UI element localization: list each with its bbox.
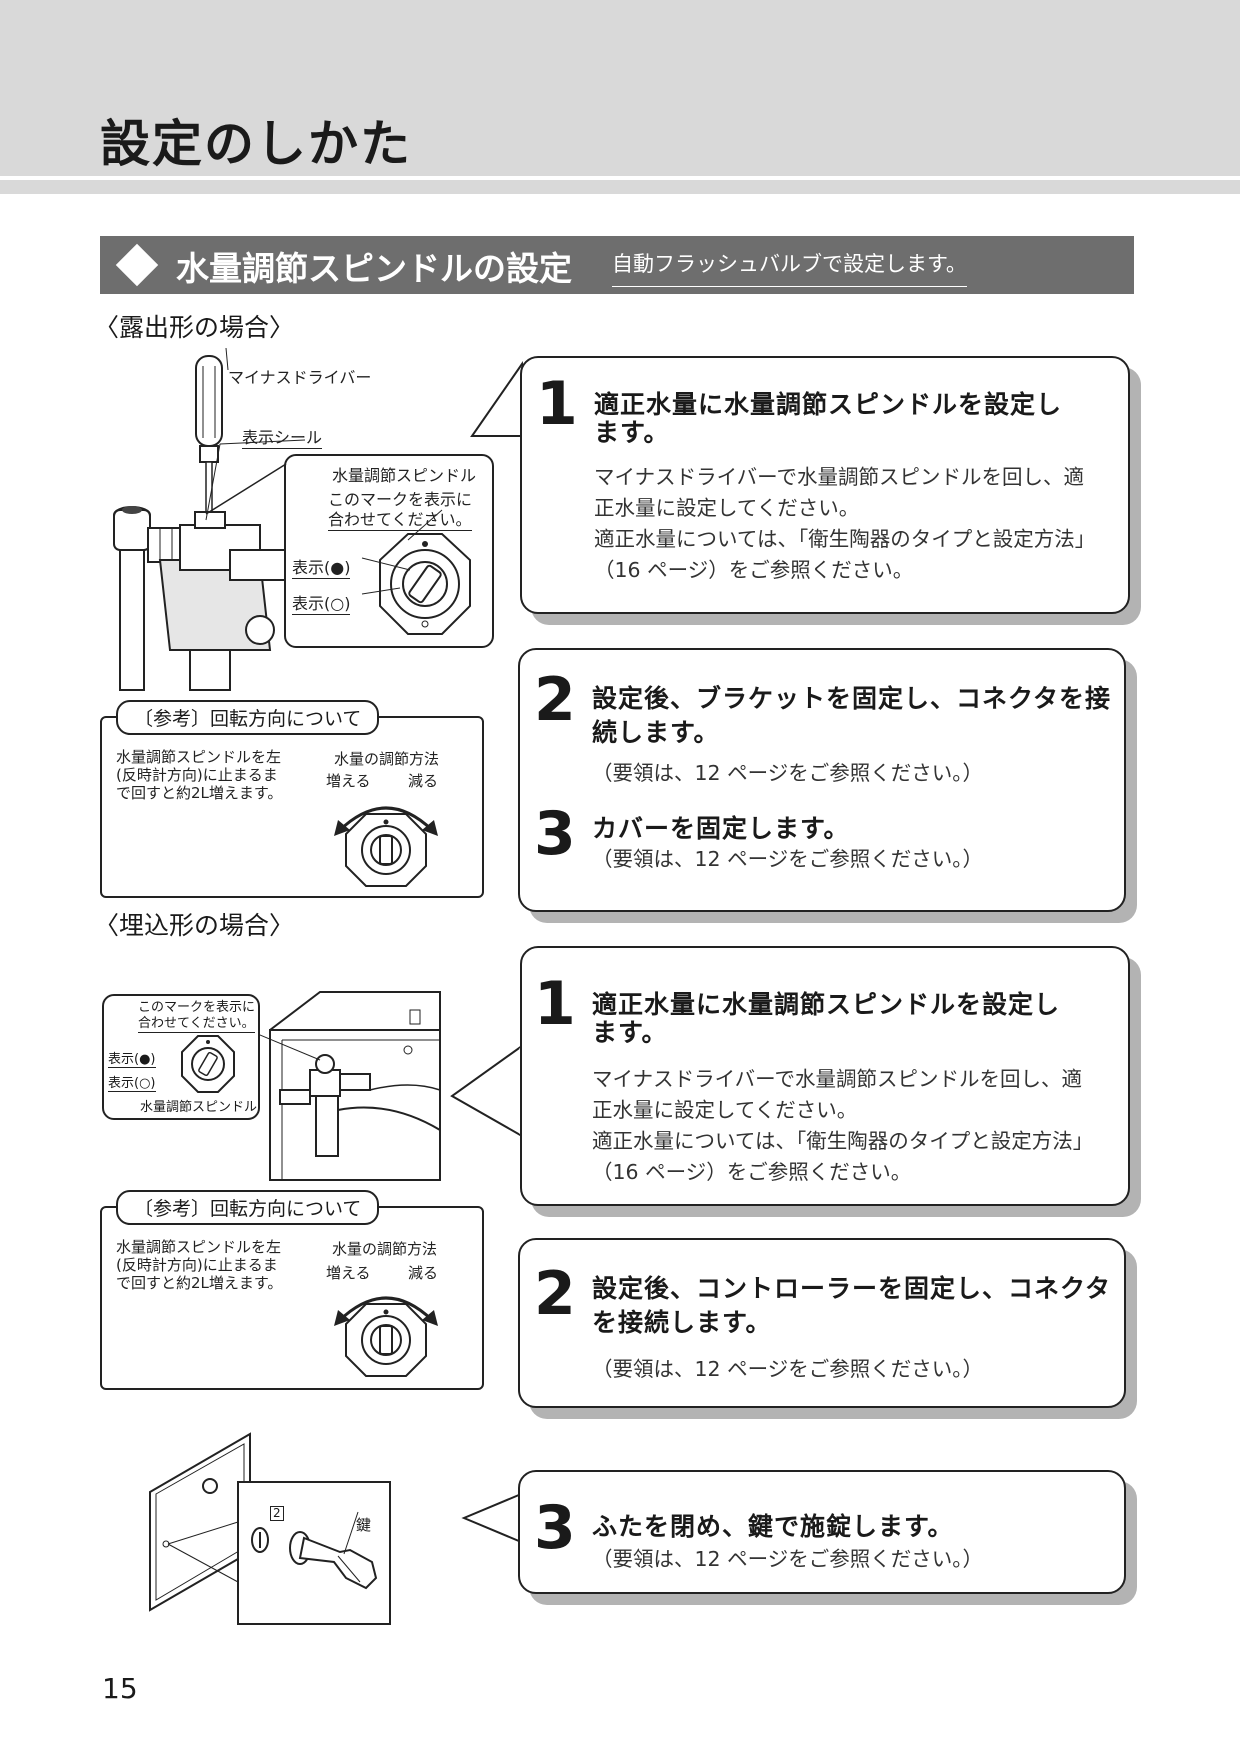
lock-callout-number: 2	[270, 1506, 284, 1521]
embedded-ref-text: 水量調節スピンドルを左 (反時計方向)に止まるま で回すと約2L増えます。	[116, 1238, 283, 1292]
exposed-step23-card	[518, 648, 1126, 912]
seal-label: 表示シール	[242, 424, 323, 449]
exposed-valve-illustration	[113, 347, 306, 691]
embedded-step2-heading: 設定後、コントローラーを固定し、コネクタ を接続します。	[592, 1274, 1112, 1337]
lock-key-label: 鍵	[356, 1516, 372, 1534]
embedded-heading: 〈埋込形の場合〉	[94, 911, 295, 940]
exposed-step1-number: 1	[536, 369, 578, 439]
embedded-spindle-dial-icon	[181, 1035, 235, 1093]
section-note: 自動フラッシュバルブで設定します。	[612, 248, 967, 287]
exposed-mark-note: このマークを表示に 合わせてください。	[328, 490, 473, 531]
embedded-step1-pointer	[450, 1044, 525, 1138]
embedded-step1-body: マイナスドライバーで水量調節スピンドルを回し、適 正水量に設定してください。 適…	[592, 1067, 1094, 1184]
exposed-zoom-connector	[205, 463, 287, 515]
embedded-step3-card	[518, 1470, 1126, 1594]
exposed-step3-body: （要領は、12 ページをご参照ください。）	[592, 847, 983, 871]
exposed-heading: 〈露出形の場合〉	[94, 313, 295, 342]
page-number: 15	[102, 1672, 138, 1705]
embedded-step3-heading: ふたを閉め、鍵で施錠します。	[592, 1512, 954, 1541]
exposed-show-open: 表示(○)	[292, 590, 351, 615]
exposed-step3-number: 3	[534, 799, 576, 869]
exposed-spindle-dial-icon	[361, 509, 471, 635]
embedded-step1-card	[520, 946, 1130, 1206]
embedded-rotation-dial-icon	[334, 1296, 438, 1377]
header-gap	[0, 176, 1240, 180]
embedded-step2-body: （要領は、12 ページをご参照ください。）	[592, 1357, 983, 1381]
embedded-ref-method: 水量の調節方法	[332, 1240, 438, 1258]
exposed-step1-card	[520, 356, 1130, 614]
header-rule	[0, 180, 1240, 194]
embedded-ref-decrease: 減る	[408, 1264, 439, 1282]
embedded-valve-illustration	[247, 991, 441, 1181]
exposed-step1-body: マイナスドライバーで水量調節スピンドルを回し、適 正水量に設定してください。 適…	[594, 465, 1096, 582]
exposed-step1-heading: 適正水量に水量調節スピンドルを設定し ます。	[594, 390, 1063, 447]
lock-illustration	[149, 1432, 391, 1625]
embedded-spindle-label: 水量調節スピンドル	[140, 1100, 258, 1115]
exposed-step2-heading: 設定後、ブラケットを固定し、コネクタを接 続します。	[592, 684, 1112, 747]
embedded-show-filled: 表示(●)	[108, 1048, 156, 1068]
embedded-step3-number: 3	[534, 1493, 576, 1563]
embedded-show-open: 表示(○)	[108, 1072, 156, 1092]
exposed-ref-decrease: 減る	[408, 772, 439, 790]
exposed-step2-number: 2	[534, 665, 576, 735]
embedded-step2-card	[518, 1238, 1126, 1408]
embedded-ref-tab: 〔参考〕回転方向について	[116, 1190, 380, 1225]
embedded-ref-increase: 増える	[326, 1264, 371, 1282]
section-title: 水量調節スピンドルの設定	[176, 249, 572, 288]
driver-label: マイナスドライバー	[228, 368, 372, 387]
exposed-step3-heading: カバーを固定します。	[592, 814, 850, 843]
exposed-ref-text: 水量調節スピンドルを左 (反時計方向)に止まるま で回すと約2L増えます。	[116, 748, 283, 802]
exposed-step2-body: （要領は、12 ページをご参照ください。）	[592, 761, 983, 785]
exposed-ref-increase: 増える	[326, 772, 371, 790]
section-bar	[100, 236, 1134, 294]
header-band	[0, 0, 1240, 176]
embedded-step3-body: （要領は、12 ページをご参照ください。）	[592, 1547, 983, 1571]
exposed-ref-method: 水量の調節方法	[334, 750, 440, 768]
embedded-step1-number: 1	[534, 969, 576, 1039]
exposed-rotation-dial-icon	[334, 806, 438, 887]
embedded-step2-number: 2	[534, 1259, 576, 1329]
exposed-show-filled: 表示(●)	[292, 554, 351, 579]
embedded-step1-heading: 適正水量に水量調節スピンドルを設定し ます。	[592, 990, 1061, 1047]
exposed-spindle-label: 水量調節スピンドル	[332, 466, 477, 485]
page-title: 設定のしかた	[100, 115, 412, 173]
exposed-ref-tab: 〔参考〕回転方向について	[116, 700, 380, 735]
embedded-mark-note: このマークを表示に 合わせてください。	[138, 1000, 256, 1033]
